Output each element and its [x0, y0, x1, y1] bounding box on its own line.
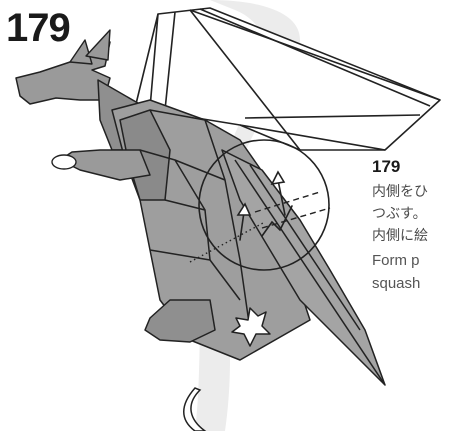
caption-english-line: Form p	[372, 252, 420, 269]
fold-guides	[189, 191, 331, 263]
dragon-hand	[51, 154, 77, 170]
caption-step-number: 179	[372, 158, 401, 176]
detail-circle	[198, 139, 330, 271]
caption-japanese-line: つぶす。	[372, 206, 427, 222]
caption-japanese-line: 内側に絵	[372, 228, 428, 244]
caption-japanese-line: 内側をひ	[372, 184, 428, 200]
dragon-crest	[69, 29, 111, 65]
push-arrow-icon	[231, 307, 271, 347]
foot-arrow-icon	[183, 387, 207, 431]
dragon-arm	[59, 149, 151, 181]
step-number: 179	[6, 6, 71, 50]
fold-arrows	[236, 170, 293, 241]
caption-english-line: squash	[372, 275, 421, 292]
step-caption: 179 内側をひ つぶす。 内側に絵 Form p squash	[372, 158, 459, 293]
dragon-leg	[144, 299, 216, 343]
